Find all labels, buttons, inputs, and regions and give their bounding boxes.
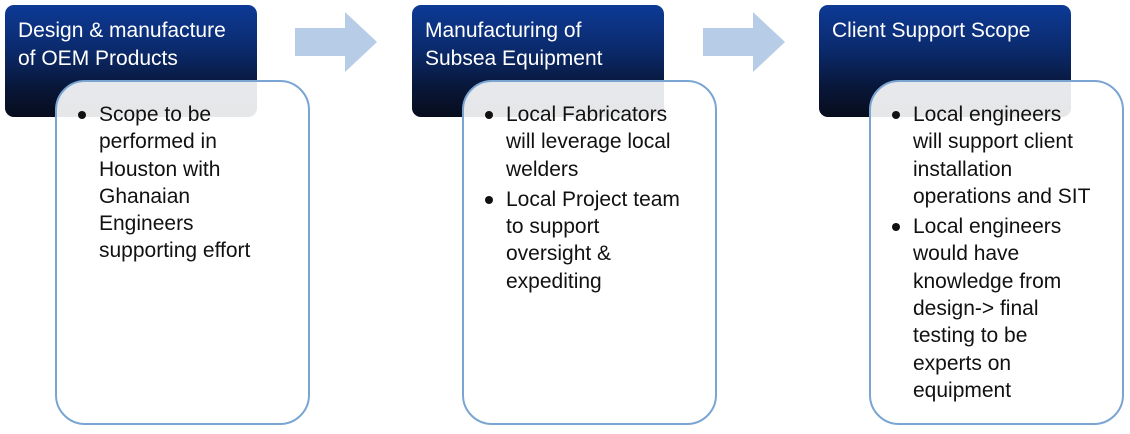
right-arrow-icon xyxy=(703,12,785,72)
bullet-line: will support client xyxy=(913,130,1073,154)
bullet-line: design-> final xyxy=(913,297,1039,321)
step-2-header-line-1: Manufacturing of xyxy=(425,19,582,42)
bullet-dot-icon xyxy=(485,111,493,119)
bullet-line: Local engineers xyxy=(913,103,1062,126)
step-1-header-line-2: of OEM Products xyxy=(18,47,178,70)
step-3-card: Local engineers will support client inst… xyxy=(869,80,1124,425)
step-1-card: Scope to be performed in Houston with Gh… xyxy=(55,80,310,425)
step-2-header-line-2: Subsea Equipment xyxy=(425,47,603,70)
bullet-line: will leverage local xyxy=(506,130,671,154)
bullet-line: experts on xyxy=(913,351,1012,375)
bullet-line: Local Project team xyxy=(506,187,680,211)
step-2-bullet-1: Local Fabricators will leverage local we… xyxy=(484,101,709,183)
step-2-bullet-list: Local Fabricators will leverage local we… xyxy=(484,101,709,295)
bullet-line: Scope to be xyxy=(99,103,212,126)
bullet-line: Houston with xyxy=(99,157,221,181)
bullet-line: Local engineers xyxy=(913,215,1062,239)
bullet-line: Ghanaian xyxy=(99,184,191,208)
bullet-line: Local Fabricators xyxy=(506,103,668,126)
bullet-line: would have xyxy=(913,242,1020,266)
bullet-dot-icon xyxy=(892,111,900,119)
bullet-line: expediting xyxy=(506,269,602,293)
bullet-line: testing to be xyxy=(913,324,1028,348)
bullet-line: installation xyxy=(913,157,1013,181)
step-3-header-line-1: Client Support Scope xyxy=(832,19,1031,42)
step-3-bullet-1: Local engineers will support client inst… xyxy=(891,101,1116,210)
bullet-line: performed in xyxy=(99,130,217,154)
right-arrow-icon xyxy=(295,12,377,72)
step-3-bullet-2: Local engineers would have knowledge fro… xyxy=(891,213,1116,404)
bullet-line: to support xyxy=(506,215,600,239)
step-1-bullet-1: Scope to be performed in Houston with Gh… xyxy=(77,101,302,265)
bullet-line: operations and SIT xyxy=(913,184,1091,208)
bullet-line: welders xyxy=(506,157,579,181)
bullet-dot-icon xyxy=(78,111,86,119)
step-2-bullet-2: Local Project team to support oversight … xyxy=(484,186,709,295)
bullet-line: knowledge from xyxy=(913,269,1062,293)
bullet-line: oversight & xyxy=(506,242,612,266)
bullet-line: Engineers xyxy=(99,212,194,236)
step-2-card: Local Fabricators will leverage local we… xyxy=(462,80,717,425)
step-3-bullet-list: Local engineers will support client inst… xyxy=(891,101,1116,404)
step-1-bullet-list: Scope to be performed in Houston with Gh… xyxy=(77,101,302,265)
bullet-line: supporting effort xyxy=(99,239,251,263)
bullet-dot-icon xyxy=(892,223,900,232)
bullet-line: equipment xyxy=(913,378,1012,402)
step-1-header-line-1: Design & manufacture xyxy=(18,19,226,42)
bullet-dot-icon xyxy=(485,195,493,204)
